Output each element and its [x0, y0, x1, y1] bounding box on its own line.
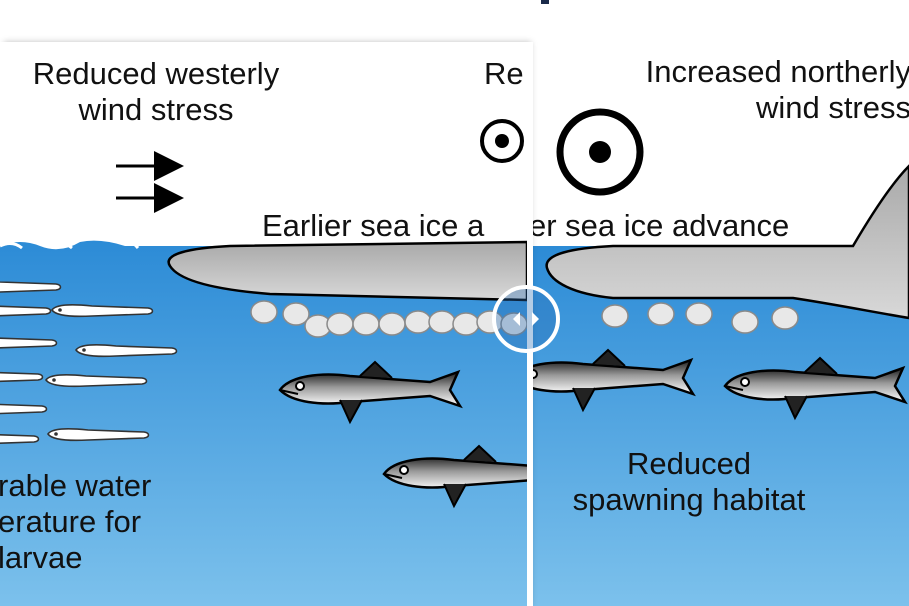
title-fragment	[541, 0, 549, 4]
slider-handle[interactable]	[492, 285, 560, 353]
egg-bubbles	[601, 302, 799, 334]
arrow-right-icon	[116, 151, 184, 213]
before-image-illustration	[0, 119, 527, 606]
circle-dot-icon	[556, 108, 644, 196]
after-image-panel: Increased northerly wind stress er sea i…	[533, 42, 909, 606]
before-image-panel: Reduced westerly wind stress Re Earlier …	[0, 42, 527, 606]
partial-wind-label: Re	[484, 56, 524, 91]
sea-ice	[545, 164, 909, 320]
wind-stress-label: Increased northerly wind stress	[645, 54, 909, 125]
sea-ice-label: Earlier sea ice a	[262, 208, 485, 243]
wave-crests	[0, 238, 140, 250]
circle-dot-icon	[480, 119, 524, 163]
spawning-habitat-label: Reduced spawning habitat	[572, 446, 806, 517]
chevron-left-right-icon	[513, 312, 539, 326]
wind-stress-label: Reduced westerly wind stress	[32, 56, 280, 127]
after-image-illustration	[533, 108, 909, 606]
sea-ice-label: er sea ice advance	[533, 208, 790, 243]
sea-ice	[167, 240, 527, 302]
larvae-label: rable water erature for larvae	[0, 468, 152, 575]
